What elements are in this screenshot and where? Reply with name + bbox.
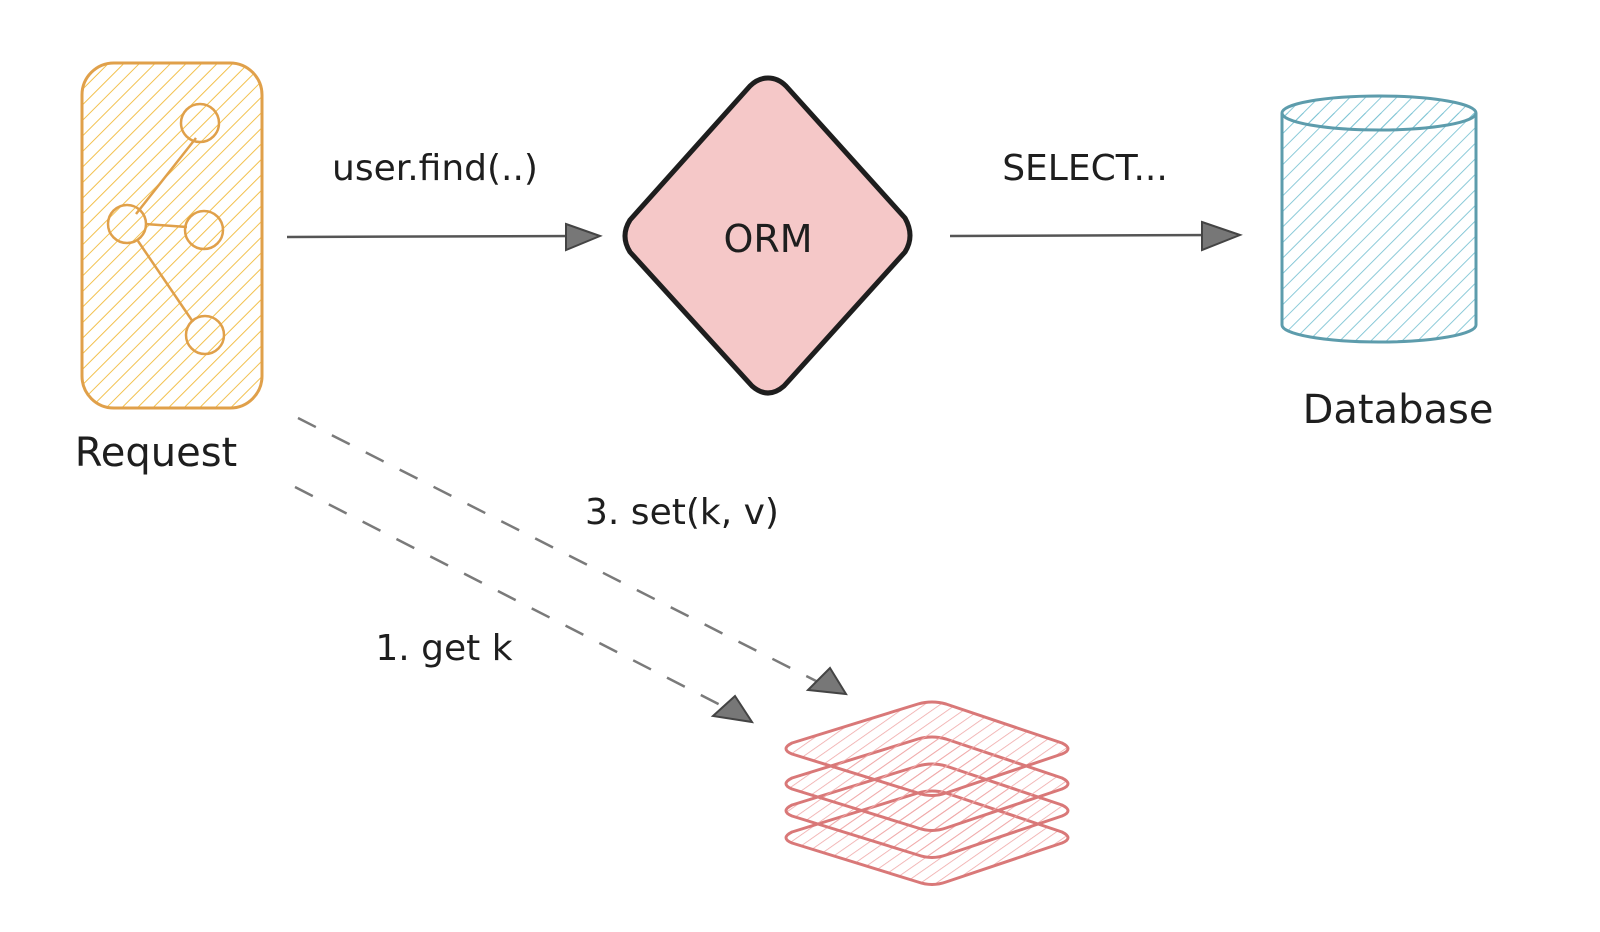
- orm-node[interactable]: ORM: [622, 75, 913, 396]
- edge-label-user-find: user.find(..): [332, 148, 538, 189]
- dashed-arrow-line: [294, 485, 735, 714]
- arrow-line: [949, 233, 1223, 238]
- cylinder-icon: [1280, 94, 1478, 344]
- request-label: Request: [75, 430, 237, 476]
- orm-diamond: [622, 75, 913, 396]
- cache-node[interactable]: [784, 700, 1070, 886]
- arrowhead-icon: [805, 666, 848, 696]
- edge-label-set: 3. set(k, v): [585, 492, 779, 533]
- edge-label-select: SELECT...: [1002, 148, 1168, 189]
- arrowhead-icon: [1201, 220, 1243, 252]
- database-node[interactable]: Database: [1280, 94, 1494, 433]
- arrowhead-icon: [565, 222, 603, 252]
- graph-nodes-icon: [106, 102, 226, 356]
- arrowhead-icon: [710, 694, 755, 724]
- edge-get-from-cache: 1. get k: [294, 485, 755, 724]
- request-node[interactable]: Request: [75, 61, 264, 476]
- edge-set-to-cache: 3. set(k, v): [297, 416, 848, 696]
- edge-orm-to-database: SELECT...: [949, 148, 1243, 252]
- arrow-line: [286, 234, 581, 239]
- request-box: [80, 61, 264, 410]
- stacked-layers-icon: [784, 700, 1070, 886]
- database-label: Database: [1303, 387, 1494, 433]
- edge-request-to-orm: user.find(..): [286, 148, 603, 252]
- orm-label: ORM: [723, 217, 812, 261]
- edge-label-get: 1. get k: [375, 628, 512, 669]
